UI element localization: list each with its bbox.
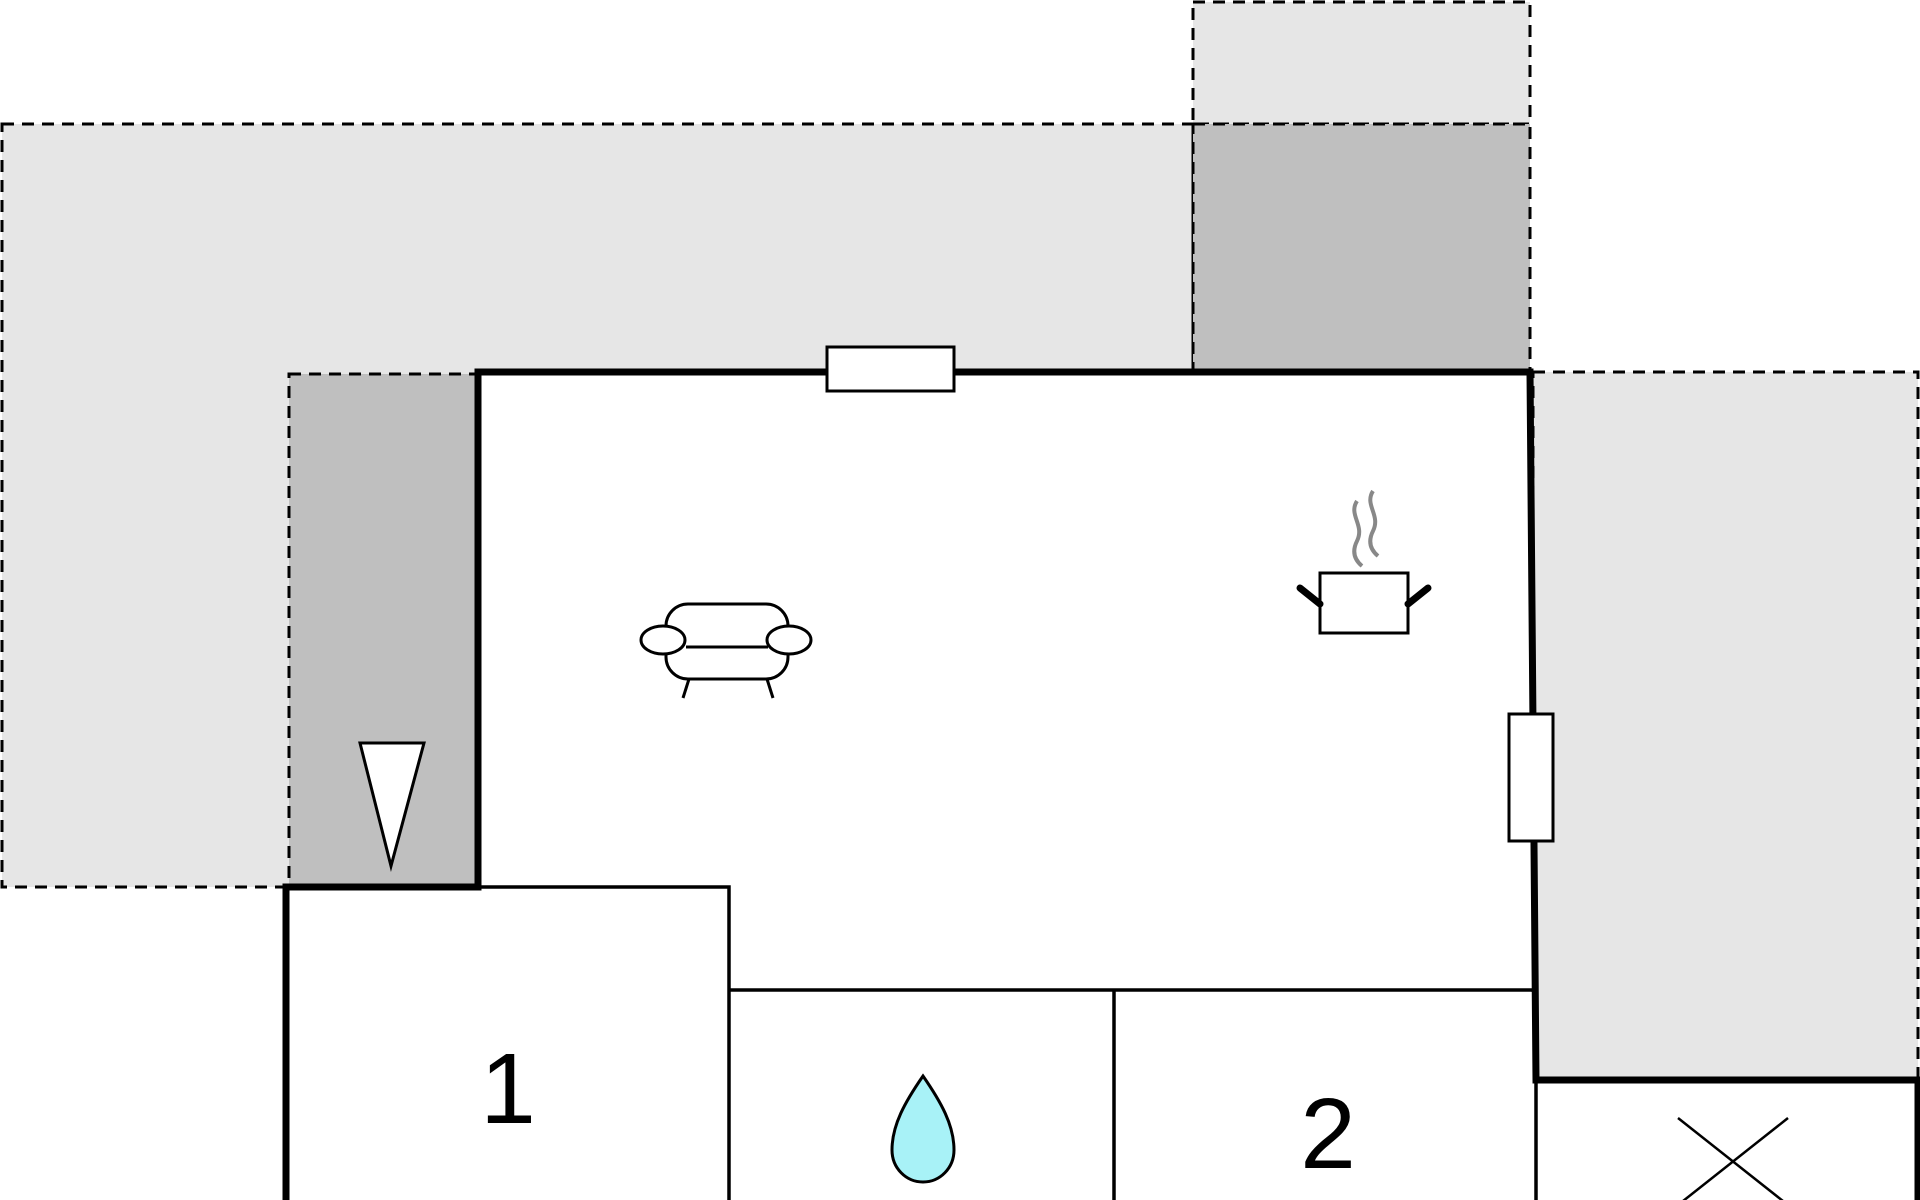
bedroom-1-room <box>286 887 729 1200</box>
water-drop-icon <box>890 1073 956 1184</box>
sofa-icon <box>639 602 813 699</box>
exterior-walls <box>282 368 1920 1200</box>
bedroom-2-room <box>1114 992 1534 1200</box>
terrace-area-top-strip <box>1191 0 1532 126</box>
terrace-area-right <box>1531 370 1920 1082</box>
room-label-2: 2 <box>1300 1078 1356 1190</box>
cross-icon <box>1677 1117 1789 1200</box>
room-label-1: 1 <box>480 1033 536 1145</box>
interior <box>286 372 1918 1200</box>
covered-terrace-top <box>1191 122 1532 374</box>
cooking-pot-icon <box>1296 489 1432 635</box>
window-top <box>825 345 956 393</box>
storage-room <box>1536 1080 1918 1200</box>
window-right <box>1507 712 1555 843</box>
entrance-triangle-icon <box>358 741 426 872</box>
living-kitchen-room <box>478 372 1533 990</box>
interior-walls <box>478 885 1538 1200</box>
